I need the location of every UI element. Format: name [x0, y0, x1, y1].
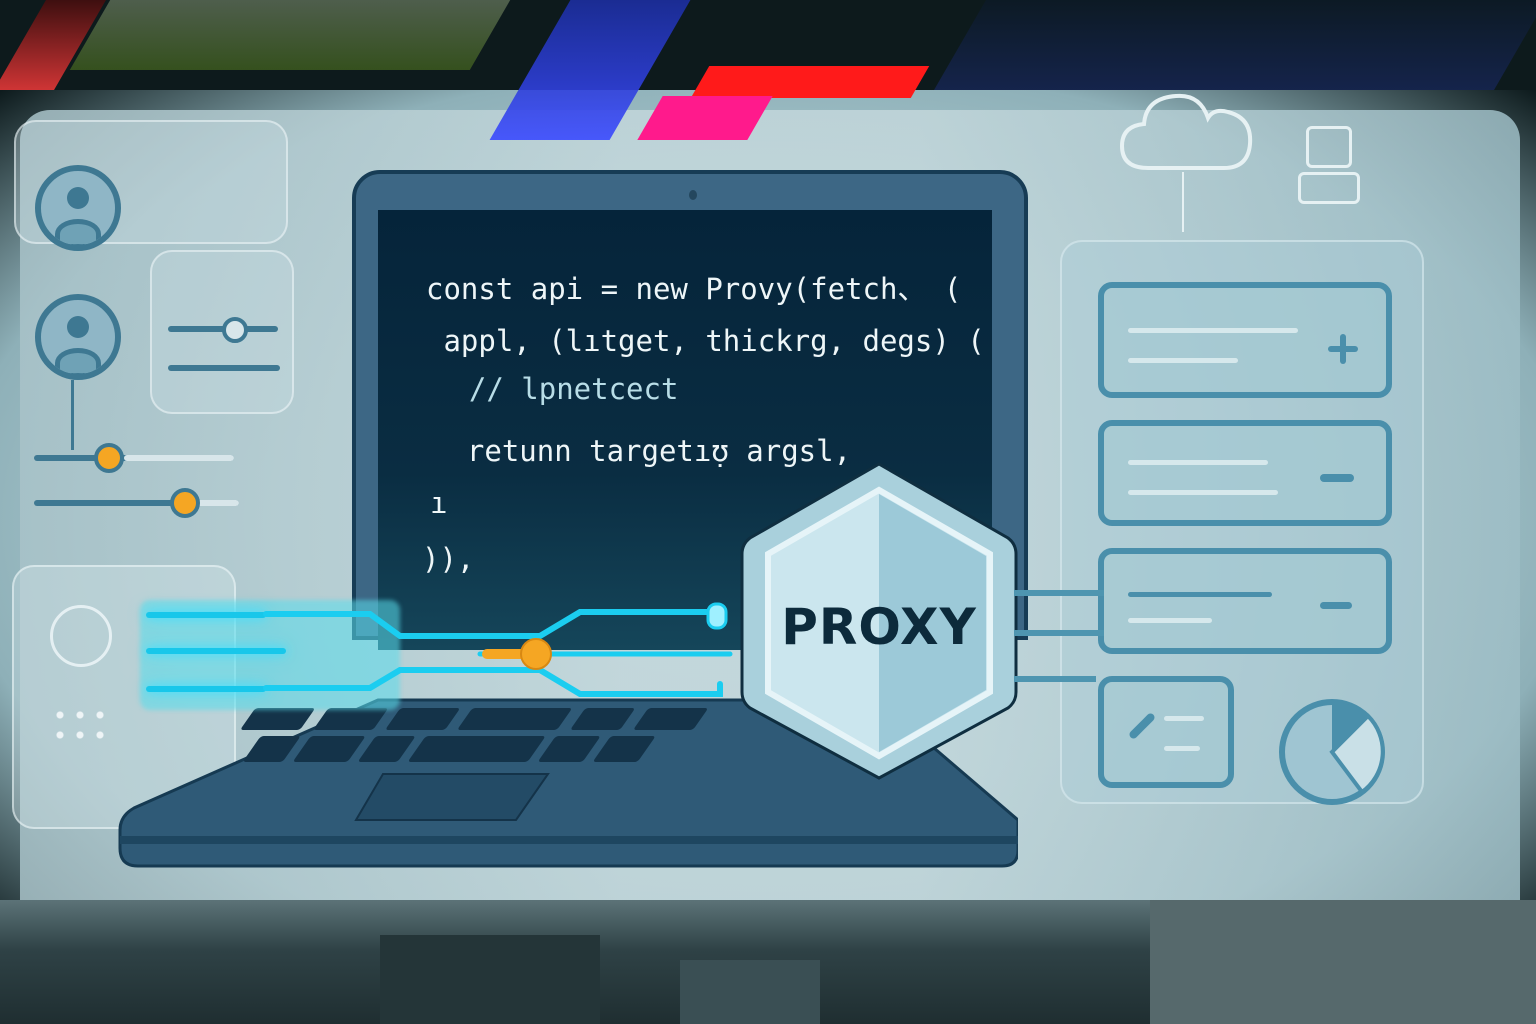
proxy-connector — [1014, 630, 1104, 636]
cloud-icon — [1119, 93, 1253, 170]
bottom-glitch-bar — [1150, 900, 1536, 1024]
orange-slider-2[interactable] — [34, 488, 239, 518]
user-avatar-icon[interactable] — [35, 294, 121, 380]
glitch-streak-red2 — [690, 66, 930, 98]
placeholder-text-line — [1128, 460, 1268, 465]
bottom-glitch-bar — [680, 960, 820, 1024]
avatar-head — [67, 316, 89, 338]
edit-icon[interactable] — [1127, 711, 1157, 741]
minus-icon[interactable] — [1320, 602, 1352, 609]
placeholder-text-line — [1128, 328, 1298, 333]
slider-knob-orange[interactable] — [94, 443, 124, 473]
proxy-shield-badge[interactable] — [740, 460, 1018, 780]
circuit-node-cyan — [706, 602, 728, 630]
plus-icon[interactable] — [1328, 334, 1358, 364]
circuit-trace — [146, 686, 266, 692]
settings-slider[interactable] — [168, 317, 278, 343]
avatar-head — [67, 187, 89, 209]
server-icon — [1306, 126, 1352, 168]
code-line: ı — [430, 486, 448, 520]
slider-knob-orange[interactable] — [170, 488, 200, 518]
circuit-trace — [146, 612, 266, 618]
avatar-body — [55, 348, 101, 374]
code-line: retunn targetıʊ̣ argsl, — [432, 434, 852, 468]
circuit-traces — [263, 602, 733, 697]
code-line: appl, (lıtget, thickrg, degs) ( — [426, 324, 985, 358]
slider-track-rest — [124, 455, 234, 461]
right-card-4[interactable] — [1098, 676, 1234, 788]
glitch-streak-dark — [934, 0, 1536, 90]
user-avatar-icon[interactable] — [35, 165, 121, 251]
glitch-streak-olive — [69, 0, 511, 70]
webcam-icon — [689, 190, 697, 200]
proxy-connector — [1014, 676, 1096, 682]
laptop-base — [118, 698, 1018, 868]
bottom-glitch-bar — [380, 935, 600, 1024]
server-icon-base — [1298, 172, 1360, 204]
placeholder-text-line — [1128, 358, 1238, 363]
right-card-2[interactable] — [1098, 420, 1392, 526]
pie-chart-icon — [1279, 699, 1385, 805]
placeholder-text-line — [1128, 592, 1272, 597]
proxy-label: PROXY — [781, 598, 977, 656]
code-line: )), — [422, 542, 475, 576]
right-card-3[interactable] — [1098, 548, 1392, 654]
trackpad — [354, 773, 550, 821]
minus-icon[interactable] — [1320, 474, 1354, 482]
settings-slider-bar — [168, 365, 280, 371]
slider-track-rest — [194, 500, 239, 506]
avatar-connector-line — [71, 380, 74, 450]
right-card-1[interactable] — [1098, 282, 1392, 398]
circuit-trace — [146, 648, 286, 654]
cloud-connector-line — [1182, 172, 1184, 232]
toggle-knob-orange — [520, 638, 552, 670]
placeholder-text-line — [1128, 490, 1278, 495]
toggle-track-orange — [482, 649, 526, 659]
placeholder-text-line — [1164, 716, 1204, 721]
code-comment-line: // lpnetcect — [434, 372, 679, 406]
code-editor: const api = new Provy(fetch、 ( appl, (lı… — [378, 210, 992, 610]
placeholder-text-line — [1164, 746, 1200, 751]
dot-grid-icon — [50, 705, 110, 745]
avatar-body — [55, 219, 101, 245]
proxy-connector — [1014, 590, 1104, 596]
orange-slider-1[interactable] — [34, 443, 234, 473]
slider-knob[interactable] — [222, 317, 248, 343]
power-icon — [50, 605, 112, 667]
placeholder-text-line — [1128, 618, 1212, 623]
code-line: const api = new Provy(fetch、 ( — [426, 272, 962, 306]
